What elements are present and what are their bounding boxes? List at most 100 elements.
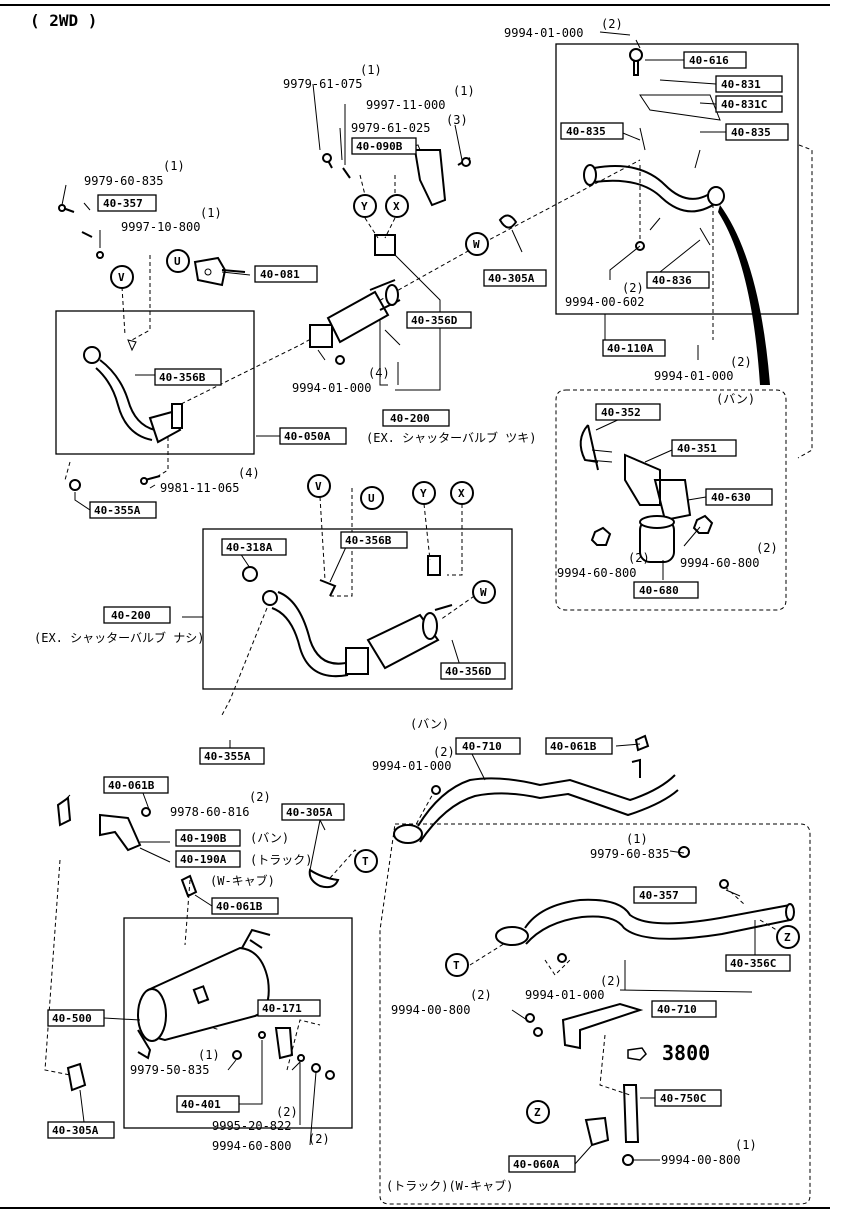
ref-40-190a[interactable]	[175, 850, 241, 868]
circle-v-top	[110, 265, 134, 289]
ref-40-061b-top[interactable]	[545, 737, 613, 755]
qty-q4: (3)	[446, 113, 468, 127]
circle-x-mid	[450, 481, 474, 505]
part-9997-10-800: 9997-10-800	[121, 220, 200, 234]
ref-40-305a-mid[interactable]	[281, 803, 345, 821]
ref-40-171-text: 40-171	[262, 1002, 302, 1015]
part-9994-60-800-left: 9994-60-800	[557, 566, 636, 580]
circle-x-mid-text: X	[458, 487, 465, 500]
ref-40-835-left[interactable]	[560, 122, 624, 140]
ref-40-200-top[interactable]	[382, 409, 450, 427]
circle-w-top	[465, 232, 489, 256]
ref-40-836[interactable]	[646, 271, 710, 289]
ref-40-190a-text: 40-190A	[180, 853, 227, 866]
ref-40-831[interactable]	[715, 75, 783, 93]
circle-u-mid	[360, 486, 384, 510]
circle-u-top	[166, 249, 190, 273]
part-9994-01-000-top: 9994-01-000	[504, 26, 583, 40]
box-catalyst-no-shutter	[202, 528, 513, 690]
ref-40-356d-mid[interactable]	[440, 662, 506, 680]
ref-40-061b-bot[interactable]	[211, 897, 279, 915]
ref-40-171[interactable]	[257, 999, 321, 1017]
ref-40-710-bot-text: 40-710	[657, 1003, 697, 1016]
ref-40-500[interactable]	[47, 1009, 105, 1027]
qty-q18: (1)	[198, 1048, 220, 1062]
circle-u-mid-text: U	[368, 492, 375, 505]
part-9979-61-025: 9979-61-025	[351, 121, 430, 135]
ref-40-630[interactable]	[705, 488, 773, 506]
ref-40-355a-mid[interactable]	[199, 747, 265, 765]
ref-40-630-text: 40-630	[711, 491, 751, 504]
brackets-left	[56, 796, 198, 898]
ref-40-355a-top[interactable]	[89, 501, 157, 519]
ref-40-061b-left[interactable]	[103, 776, 169, 794]
ref-40-081[interactable]	[254, 265, 318, 283]
ref-40-090b[interactable]	[351, 137, 417, 155]
part-9995-20-822: 9995-20-822	[212, 1119, 291, 1133]
part-9979-61-075: 9979-61-075	[283, 77, 362, 91]
box-silencer	[123, 917, 353, 1129]
ref-40-110a[interactable]	[602, 339, 666, 357]
ref-40-356c[interactable]	[725, 954, 791, 972]
part-9994-00-602: 9994-00-602	[565, 295, 644, 309]
ref-40-356d-top[interactable]	[406, 311, 472, 329]
part-9978-60-816: 9978-60-816	[170, 805, 249, 819]
ref-40-200-top-text: 40-200	[390, 412, 430, 425]
note-truck-left: (トラック)	[250, 853, 312, 867]
ref-40-356d-top-text: 40-356D	[411, 314, 458, 327]
ref-40-351[interactable]	[671, 439, 737, 457]
circle-t-right	[445, 953, 469, 977]
qty-q7: (2)	[622, 281, 644, 295]
ref-40-305a-top[interactable]	[483, 269, 547, 287]
qty-q8: (4)	[368, 366, 390, 380]
insulator-parts	[579, 424, 714, 563]
ref-40-616[interactable]	[683, 51, 747, 69]
circle-y-top	[353, 194, 377, 218]
ref-40-200-mid-text: 40-200	[111, 609, 151, 622]
ref-40-090b-text: 40-090B	[356, 140, 403, 153]
ref-40-305a-bot[interactable]	[47, 1121, 115, 1139]
small-hardware-top	[58, 204, 161, 491]
ref-40-710-top[interactable]	[455, 737, 521, 755]
ref-40-680[interactable]	[633, 581, 699, 599]
part-9979-60-835-bot: 9979-60-835	[590, 847, 669, 861]
ref-40-190b[interactable]	[175, 829, 241, 847]
ref-40-750c[interactable]	[654, 1089, 722, 1107]
ref-40-356b-top[interactable]	[154, 368, 222, 386]
box-front-pipe	[55, 310, 255, 455]
ref-40-050a[interactable]	[279, 427, 347, 445]
note-ex-shutter-with: (EX. シャッターバルブ ツキ)	[366, 430, 536, 445]
ref-40-357-bot-text: 40-357	[639, 889, 679, 902]
qty-q17: (2)	[470, 988, 492, 1002]
ref-40-357-bot[interactable]	[633, 886, 697, 904]
qty-q9: (2)	[730, 355, 752, 369]
qty-q19: (2)	[276, 1105, 298, 1119]
circle-z-top-text: Z	[784, 931, 791, 944]
ref-40-351-text: 40-351	[677, 442, 717, 455]
ref-40-355a-mid-text: 40-355A	[204, 750, 251, 763]
circle-z-bottom	[526, 1100, 550, 1124]
ref-40-357-top[interactable]	[97, 194, 157, 212]
ref-40-352-text: 40-352	[601, 406, 641, 419]
ref-40-356b-mid[interactable]	[340, 531, 408, 549]
part-9981-11-065: 9981-11-065	[160, 481, 239, 495]
circle-w-mid-text: W	[480, 586, 487, 599]
circle-x-top	[385, 194, 409, 218]
ref-40-352[interactable]	[595, 403, 661, 421]
ref-40-710-bot[interactable]	[651, 1000, 717, 1018]
qty-q1: (2)	[601, 17, 623, 31]
part-9994-01-000-right: 9994-01-000	[654, 369, 733, 383]
ref-40-356c-text: 40-356C	[730, 957, 776, 970]
ref-40-050a-text: 40-050A	[284, 430, 331, 443]
qty-q11: (2)	[628, 551, 650, 565]
ref-40-401[interactable]	[176, 1095, 240, 1113]
qty-q6: (1)	[200, 206, 222, 220]
ref-40-318a[interactable]	[221, 538, 287, 556]
ref-40-200-mid[interactable]	[103, 606, 171, 624]
tail-pipe-mid	[393, 734, 679, 844]
ref-40-060a[interactable]	[508, 1155, 576, 1173]
ref-40-831c[interactable]	[715, 95, 783, 113]
ref-40-835-right[interactable]	[725, 123, 789, 141]
dash-link-vu2	[319, 488, 353, 597]
circle-x-top-text: X	[393, 200, 400, 213]
